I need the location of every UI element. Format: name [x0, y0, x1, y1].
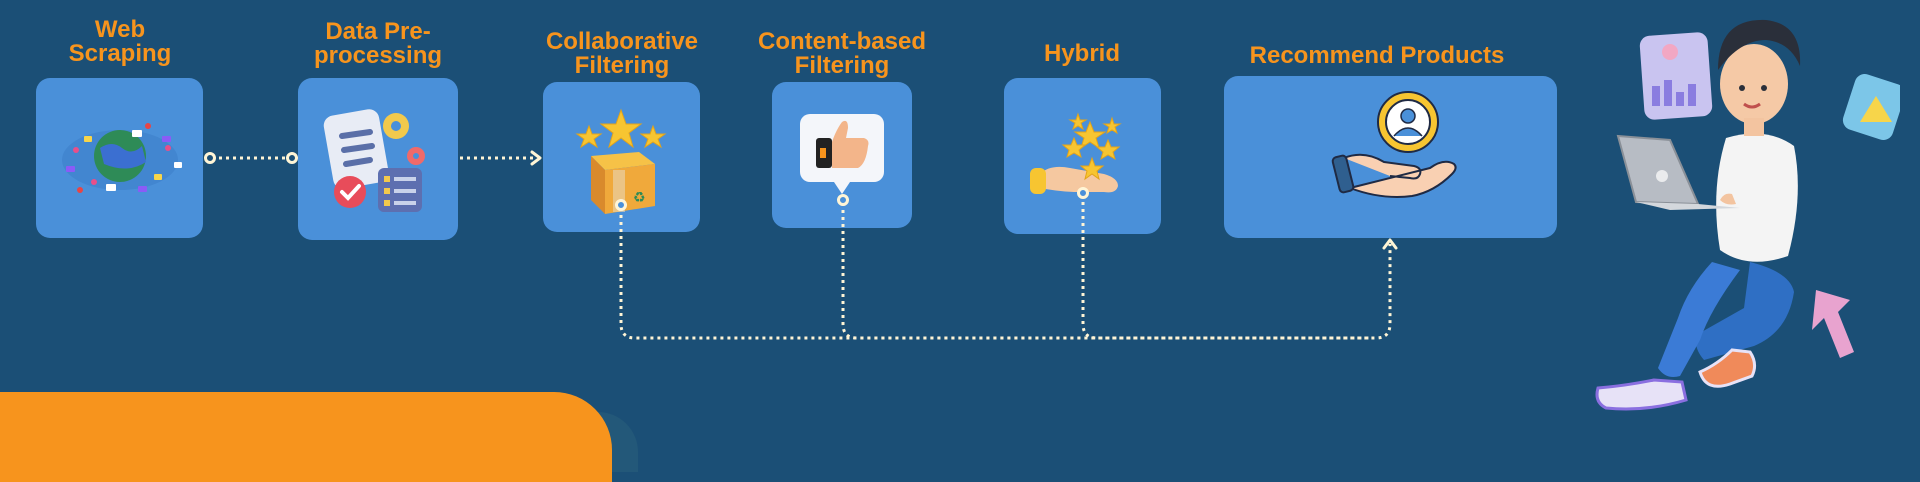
arrow-head-up — [1382, 238, 1398, 250]
connector-hybrid-to-recommend — [1081, 195, 1370, 340]
connector-node — [286, 152, 298, 164]
connector-node — [204, 152, 216, 164]
image-card-icon — [1842, 73, 1900, 141]
connectors — [204, 150, 1398, 340]
connector-node — [837, 194, 849, 206]
step-box-content-based-filtering — [772, 82, 912, 228]
label-line: Content-based — [758, 28, 926, 55]
label-line: Collaborative — [545, 28, 699, 55]
globe-network-icon — [62, 123, 182, 193]
label-recommend-products: Recommend Products — [1222, 44, 1532, 68]
hand-user-icon — [1331, 91, 1457, 198]
thumbs-up-icon — [800, 114, 884, 194]
label-line: Filtering — [794, 52, 890, 79]
label-web-scraping: Web Scraping — [50, 18, 190, 66]
connector-collab-to-recommend — [619, 208, 1392, 340]
label-data-preprocessing: Data Pre- processing — [298, 20, 458, 68]
step-box-recommend-products — [1224, 76, 1557, 238]
label-hybrid: Hybrid — [1002, 42, 1162, 66]
decorative-orange-shape — [0, 392, 612, 482]
step-box-web-scraping — [36, 78, 203, 238]
label-line: processing — [313, 42, 443, 69]
connector-content-to-recommend — [841, 203, 1370, 340]
person-with-laptop-illustration — [1595, 19, 1900, 411]
svg-text:♻: ♻ — [633, 190, 646, 206]
label-line: Data Pre- — [325, 18, 431, 45]
label-line: Web — [94, 16, 146, 43]
label-content-based-filtering: Content-based Filtering — [750, 30, 934, 78]
connector-node — [615, 199, 627, 211]
label-collaborative-filtering: Collaborative Filtering — [532, 30, 712, 78]
dashboard-card-icon — [1639, 32, 1713, 120]
diagram-stage: Web Scraping Data Pre- processing Collab… — [0, 18, 1900, 482]
arrow-head-right — [530, 150, 542, 166]
label-line: Scraping — [68, 40, 172, 67]
document-gears-icon — [323, 109, 425, 212]
label-line: Hybrid — [1043, 40, 1120, 67]
hand-stars-icon — [1030, 112, 1122, 194]
label-line: Filtering — [574, 52, 670, 79]
connector-node — [1077, 187, 1089, 199]
step-box-hybrid — [1004, 78, 1161, 234]
cursor-arrow-icon — [1812, 290, 1854, 358]
step-box-data-preprocessing — [298, 78, 458, 240]
label-line: Recommend Products — [1249, 42, 1505, 69]
